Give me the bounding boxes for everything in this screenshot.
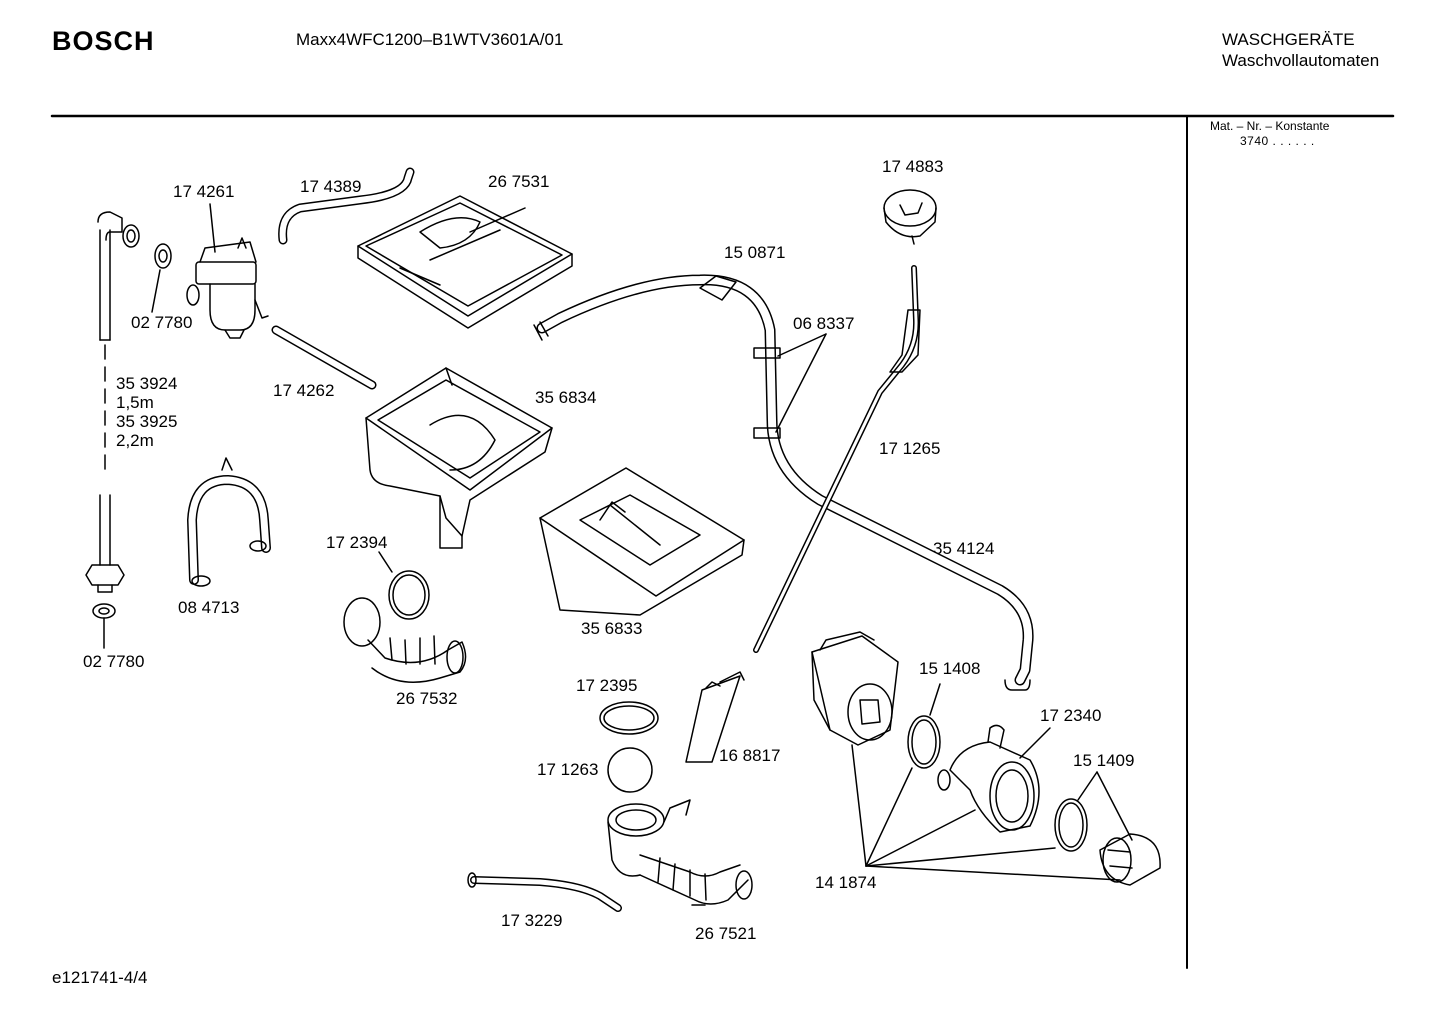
part-label[interactable]: 17 4261 [173, 182, 235, 201]
category-title: WASCHGERÄTE [1222, 30, 1355, 49]
category-subtitle: Waschvollautomaten [1222, 51, 1380, 70]
part-label[interactable]: 15 1409 [1073, 751, 1135, 770]
part-label[interactable]: 17 3229 [501, 911, 563, 930]
hose-clip [753, 427, 781, 439]
drawing-code: e121741-4/4 [52, 968, 148, 987]
hose-end [533, 321, 549, 341]
filter-ring-seal [1054, 798, 1088, 852]
small-hose-inner [279, 169, 413, 243]
part-label[interactable]: 26 7521 [695, 924, 757, 943]
detergent-drawer-housing [365, 367, 553, 549]
part-label[interactable]: 17 2395 [576, 676, 638, 695]
part-label[interactable]: 14 1874 [815, 873, 877, 892]
pump-housing [937, 724, 1040, 833]
part-label[interactable]: 26 7532 [396, 689, 458, 708]
drain-pump [811, 631, 899, 746]
hose-clamp [699, 275, 737, 301]
part-length-label: 1,5m [116, 393, 154, 412]
hose-sleeve [889, 309, 921, 373]
leader-line [929, 683, 941, 716]
part-label[interactable]: 26 7531 [488, 172, 550, 191]
part-label[interactable]: 06 8337 [793, 314, 855, 333]
inlet-hose-lower-part [85, 494, 125, 593]
leader-line [777, 333, 827, 357]
part-label[interactable]: 17 4389 [300, 177, 362, 196]
part-label[interactable]: 17 2394 [326, 533, 388, 552]
part-label[interactable]: 17 1265 [879, 439, 941, 458]
leader-line [775, 333, 827, 433]
hose-end [1004, 679, 1031, 691]
pump-ring-seal [907, 715, 941, 769]
ring-seal-large [599, 701, 659, 735]
inlet-valve [186, 237, 269, 339]
part-label[interactable]: 02 7780 [83, 652, 145, 671]
leader-line [378, 551, 393, 573]
sealing-washer-bottom [92, 603, 116, 619]
pressure-switch [883, 189, 937, 245]
leader-line [1077, 771, 1098, 801]
sump-hose [607, 799, 753, 906]
inlet-hose-upper-part [97, 211, 140, 341]
part-label[interactable]: 35 6833 [581, 619, 643, 638]
brand-logo: BOSCH [52, 26, 155, 56]
part-label[interactable]: 35 3925 [116, 412, 178, 431]
leader-lines-141874 [851, 744, 1121, 881]
hose-bend [187, 457, 271, 587]
part-label[interactable]: 17 2340 [1040, 706, 1102, 725]
part-label[interactable]: 02 7780 [131, 313, 193, 332]
corrugated-hose [343, 597, 467, 683]
part-label[interactable]: 08 4713 [178, 598, 240, 617]
drain-hose [536, 274, 1034, 686]
part-label[interactable]: 16 8817 [719, 746, 781, 765]
part-label[interactable]: 15 1408 [919, 659, 981, 678]
drain-filter [1099, 833, 1161, 886]
part-label[interactable]: 17 1263 [537, 760, 599, 779]
part-length-label: 2,2m [116, 431, 154, 450]
part-label[interactable]: 17 4883 [882, 157, 944, 176]
part-label[interactable]: 17 4262 [273, 381, 335, 400]
material-number-label: Mat. – Nr. – Konstante [1210, 119, 1330, 133]
ring-seal [388, 570, 430, 620]
leader-line [151, 269, 161, 313]
part-label[interactable]: 15 0871 [724, 243, 786, 262]
tube-inner [273, 327, 375, 388]
sealing-washer-top [154, 243, 172, 269]
ball-valve [607, 747, 653, 793]
leader-line [1096, 771, 1133, 841]
material-number-value: 3740 . . . . . . [1240, 134, 1315, 148]
drawer-cover [357, 195, 573, 329]
detergent-drawer [539, 467, 745, 616]
model-number: Maxx4WFC1200–B1WTV3601A/01 [296, 30, 564, 49]
part-label[interactable]: 35 3924 [116, 374, 178, 393]
leader-line [1019, 727, 1051, 759]
leader-line [209, 203, 216, 253]
part-label[interactable]: 35 6834 [535, 388, 597, 407]
hose-clip [753, 347, 781, 359]
part-label[interactable]: 35 4124 [933, 539, 995, 558]
air-chamber [685, 671, 745, 763]
